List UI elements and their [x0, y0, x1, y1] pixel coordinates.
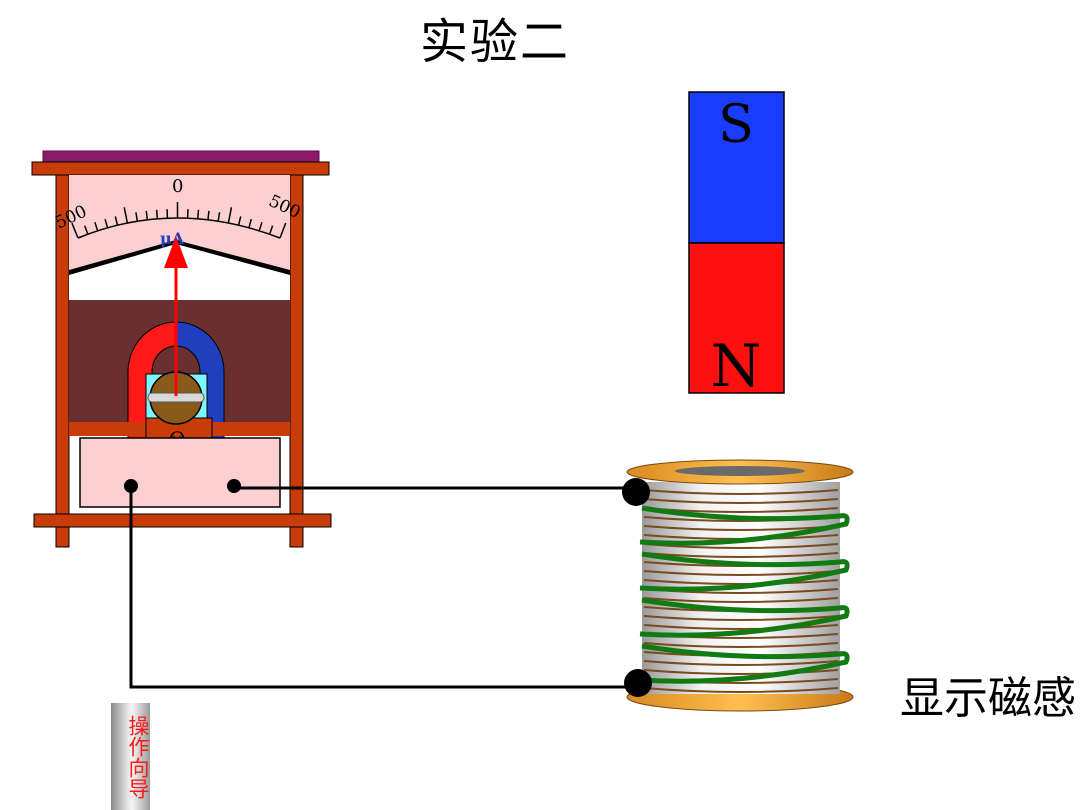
meter-right-post — [289, 174, 304, 548]
meter-top-cap — [42, 150, 320, 163]
meter-scale-tick — [94, 222, 99, 232]
coil-winding-turn — [643, 597, 839, 603]
coil-winding-turn — [643, 525, 839, 531]
meter-scale-tick — [248, 218, 253, 228]
magnet-n-label: N — [711, 332, 762, 400]
meter-unit-label: μA — [160, 229, 185, 248]
meter-scale-tick — [217, 212, 221, 222]
meter-scale-tick — [227, 207, 233, 224]
meter-window — [69, 244, 290, 300]
coil-winding-turn — [643, 642, 839, 648]
meter-scale-tick — [145, 210, 149, 220]
coil-winding-turn — [643, 687, 839, 693]
meter-scale-tick — [84, 225, 89, 235]
coil-field-wire — [639, 505, 850, 684]
meter-scale-tick — [123, 207, 129, 224]
meter-terminal-right[interactable] — [227, 479, 241, 493]
solenoid-coil[interactable] — [622, 459, 854, 712]
meter-scale-arc — [77, 217, 281, 239]
bar-magnet[interactable]: S N — [688, 91, 785, 400]
meter-scale-tick — [197, 209, 200, 219]
coil-field-loop — [639, 505, 850, 546]
coil-winding-turn — [643, 570, 839, 576]
meter-terminal-panel — [79, 437, 281, 508]
coil-field-loop — [639, 551, 850, 592]
operation-guide-button[interactable]: 操作向导 — [111, 703, 150, 810]
meter-pointer-arrow — [164, 236, 188, 268]
meter-scale-tick — [71, 222, 79, 239]
meter-scale-tick — [207, 210, 210, 220]
meter-scale-tick — [155, 209, 159, 219]
meter-scale-tick — [268, 225, 274, 235]
coil-winding-turn — [643, 615, 839, 621]
coil-winding-turn — [643, 498, 839, 504]
meter-scale-tick — [104, 218, 109, 229]
magnet-north-pole — [688, 242, 785, 394]
meter-scale-ticks — [71, 202, 287, 239]
coil-winding-turn — [643, 669, 839, 675]
coil-winding-turn — [643, 624, 839, 630]
coil-field-loop — [639, 643, 850, 684]
coil-winding-turn — [643, 579, 839, 585]
circuit-wires — [129, 486, 636, 689]
coil-terminal-top[interactable] — [622, 478, 650, 506]
meter-scale-tick — [135, 212, 139, 222]
coil-winding-turn — [643, 552, 839, 558]
show-magnetic-field-button[interactable]: 显示磁感 — [900, 673, 1076, 724]
meter-scale-tick — [114, 216, 119, 226]
coil-winding-turn — [643, 543, 839, 549]
magnet-s-label: S — [718, 95, 754, 155]
galvanometer[interactable]: 500 0 500 μA Θ — [31, 150, 332, 548]
wire-bottom — [129, 486, 636, 689]
slide-title: 实验二 — [420, 14, 571, 70]
meter-scale-tick — [258, 221, 263, 232]
meter-scale-tick — [279, 222, 287, 239]
meter-top-bar — [31, 161, 330, 176]
meter-base — [33, 513, 332, 528]
magnet-south-pole — [688, 91, 785, 244]
coil-terminal-bottom[interactable] — [624, 669, 652, 697]
meter-scale-tick — [237, 216, 242, 226]
coil-winding-turn — [643, 489, 839, 495]
coil-winding-turn — [643, 660, 839, 666]
coil-top-hole — [675, 466, 805, 476]
meter-scale-center: 0 — [172, 176, 183, 197]
coil-field-loop — [639, 597, 850, 638]
